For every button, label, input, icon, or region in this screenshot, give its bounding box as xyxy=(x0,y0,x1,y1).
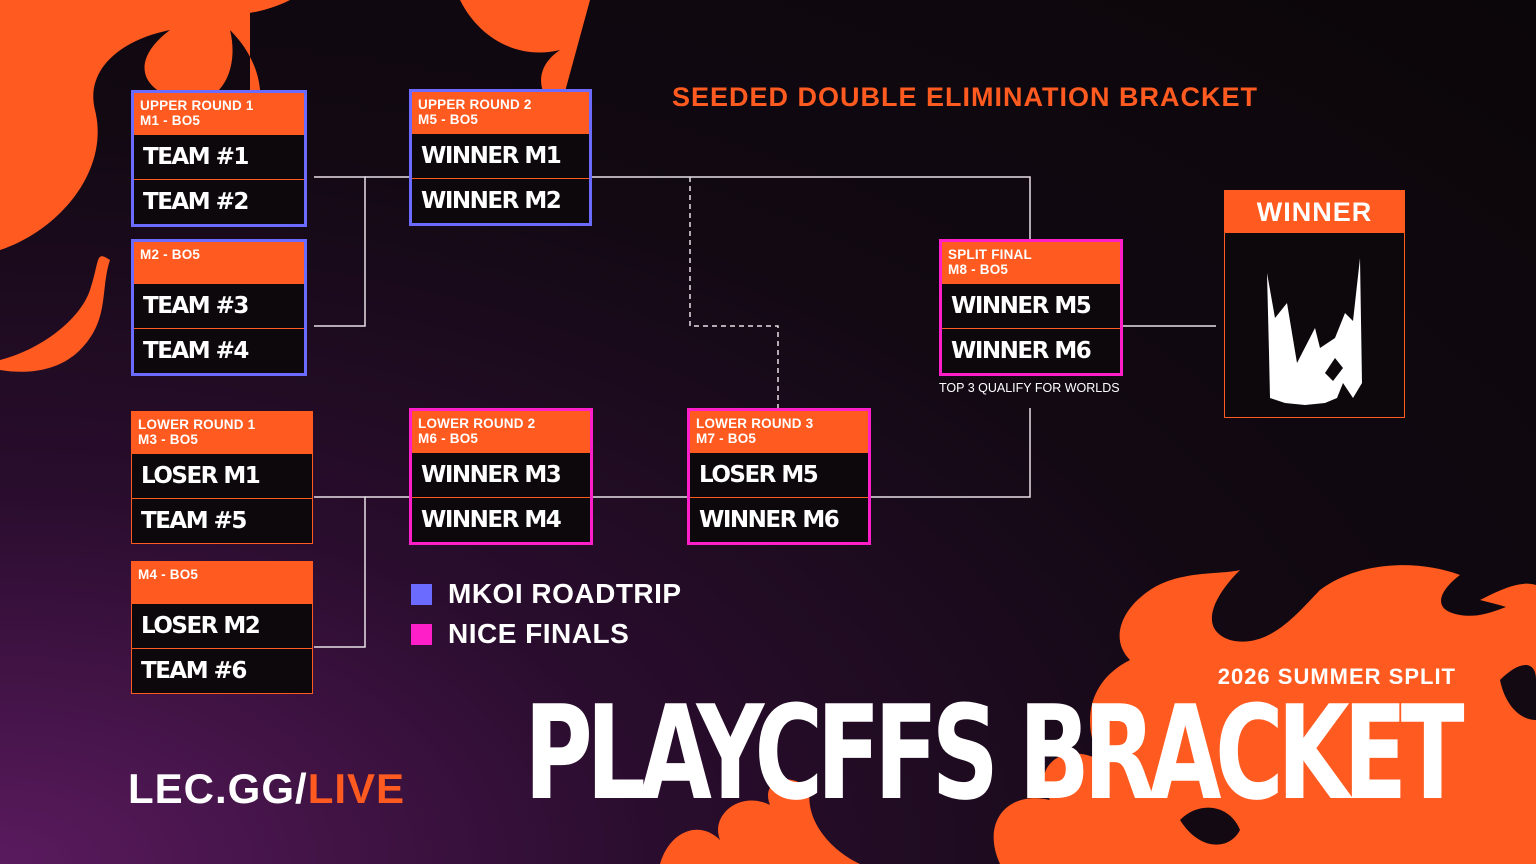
team-slot: WINNER M5 xyxy=(942,283,1120,328)
match-m2: M2 - BO5 TEAM #3 TEAM #4 xyxy=(131,239,307,376)
legend-item-finals: NICE FINALS xyxy=(411,618,629,650)
team-slot: LOSER M5 xyxy=(690,452,868,497)
round-label: SPLIT FINAL xyxy=(948,247,1032,262)
match-m5: UPPER ROUND 2 M5 - BO5 WINNER M1 WINNER … xyxy=(409,89,592,226)
team-slot: WINNER M3 xyxy=(412,452,590,497)
match-header: LOWER ROUND 3 M7 - BO5 xyxy=(690,411,868,452)
team-slot: TEAM #2 xyxy=(134,179,304,224)
round-label: UPPER ROUND 2 xyxy=(418,97,532,112)
team-slot: WINNER M6 xyxy=(942,328,1120,373)
match-m7: LOWER ROUND 3 M7 - BO5 LOSER M5 WINNER M… xyxy=(687,408,871,545)
match-label: M6 - BO5 xyxy=(418,431,479,446)
match-header: UPPER ROUND 2 M5 - BO5 xyxy=(412,92,589,133)
match-header: UPPER ROUND 1 M1 - BO5 xyxy=(134,93,304,134)
match-header: M2 - BO5 xyxy=(134,242,304,283)
round-label: UPPER ROUND 1 xyxy=(140,98,254,113)
match-header: SPLIT FINAL M8 - BO5 xyxy=(942,242,1120,283)
legend-label: MKOI ROADTRIP xyxy=(448,578,682,609)
headline: PLAYCFFS BRACKET xyxy=(524,677,1464,829)
legend-item-roadtrip: MKOI ROADTRIP xyxy=(411,578,682,610)
match-label: M2 - BO5 xyxy=(140,247,201,262)
team-slot: WINNER M1 xyxy=(412,133,589,178)
team-slot: TEAM #3 xyxy=(134,283,304,328)
match-m3: LOWER ROUND 1 M3 - BO5 LOSER M1 TEAM #5 xyxy=(131,411,313,544)
site-accent: LIVE xyxy=(307,765,406,812)
match-label: M3 - BO5 xyxy=(138,432,199,447)
match-header: M4 - BO5 xyxy=(132,562,312,603)
team-slot: TEAM #4 xyxy=(134,328,304,373)
match-header: LOWER ROUND 1 M3 - BO5 xyxy=(132,412,312,453)
team-slot: WINNER M4 xyxy=(412,497,590,542)
team-slot: WINNER M6 xyxy=(690,497,868,542)
match-m1: UPPER ROUND 1 M1 - BO5 TEAM #1 TEAM #2 xyxy=(131,90,307,227)
round-label: LOWER ROUND 2 xyxy=(418,416,536,431)
match-label: M8 - BO5 xyxy=(948,262,1009,277)
team-slot: WINNER M2 xyxy=(412,178,589,223)
round-label: LOWER ROUND 1 xyxy=(138,417,256,432)
team-slot: TEAM #1 xyxy=(134,134,304,179)
split-label: 2026 SUMMER SPLIT xyxy=(1217,664,1456,689)
match-m8: SPLIT FINAL M8 - BO5 WINNER M5 WINNER M6 xyxy=(939,239,1123,376)
match-label: M7 - BO5 xyxy=(696,431,757,446)
match-m4: M4 - BO5 LOSER M2 TEAM #6 xyxy=(131,561,313,694)
lec-crown-icon xyxy=(1267,258,1362,405)
team-slot: TEAM #6 xyxy=(132,648,312,693)
match-header: LOWER ROUND 2 M6 - BO5 xyxy=(412,411,590,452)
site-link[interactable]: LEC.GG/LIVE xyxy=(128,765,405,813)
winner-box: WINNER xyxy=(1224,190,1405,418)
match-label: M5 - BO5 xyxy=(418,112,479,127)
winner-header: WINNER xyxy=(1225,191,1404,233)
match-label: M4 - BO5 xyxy=(138,567,199,582)
team-slot: LOSER M2 xyxy=(132,603,312,648)
team-slot: TEAM #5 xyxy=(132,498,312,543)
match-label: M1 - BO5 xyxy=(140,113,201,128)
legend-swatch xyxy=(411,584,432,605)
team-slot: LOSER M1 xyxy=(132,453,312,498)
match-m6: LOWER ROUND 2 M6 - BO5 WINNER M3 WINNER … xyxy=(409,408,593,545)
qualify-note: TOP 3 QUALIFY FOR WORLDS xyxy=(939,381,1120,395)
bracket-title: SEEDED DOUBLE ELIMINATION BRACKET xyxy=(672,82,1259,112)
legend-label: NICE FINALS xyxy=(448,618,630,649)
legend-swatch xyxy=(411,624,432,645)
round-label: LOWER ROUND 3 xyxy=(696,416,814,431)
site-main: LEC.GG/ xyxy=(128,765,308,812)
